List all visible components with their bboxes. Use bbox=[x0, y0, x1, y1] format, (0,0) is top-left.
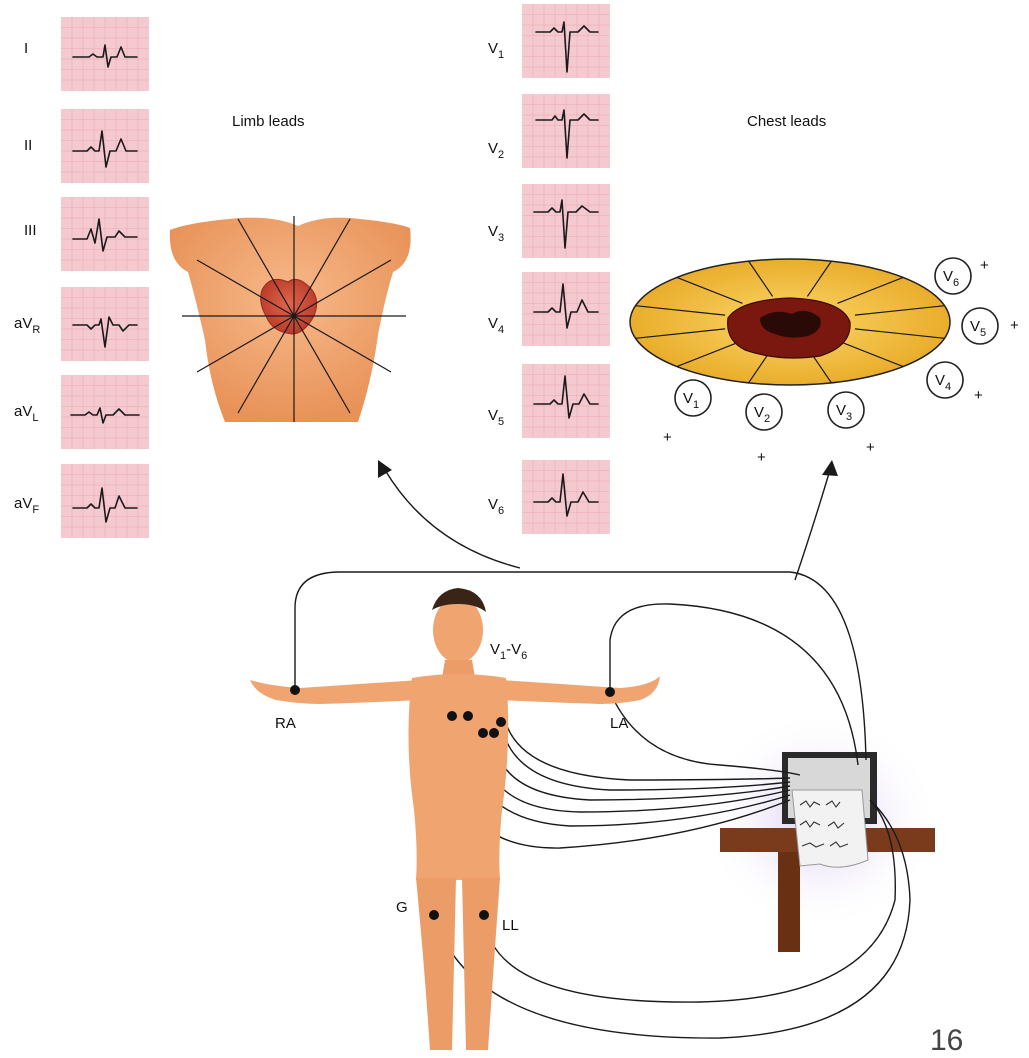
chest-trace-box-3 bbox=[522, 184, 610, 258]
body-torso bbox=[408, 674, 508, 880]
label-ll: LL bbox=[502, 917, 519, 934]
chest-trace-box-6 bbox=[522, 460, 610, 534]
limb-trace-box-3 bbox=[61, 197, 149, 271]
lead-label-ii: II bbox=[24, 137, 32, 154]
lead-label-v4: V4 bbox=[488, 315, 504, 336]
chest-trace-box-2 bbox=[522, 94, 610, 168]
limb-trace-box-6 bbox=[61, 464, 149, 538]
left-leg bbox=[462, 878, 500, 1050]
limb-leads-title: Limb leads bbox=[232, 113, 305, 130]
marker-v1: V1 bbox=[675, 380, 711, 416]
page-number: 16 bbox=[930, 1024, 963, 1057]
horizontal-plane-disc bbox=[630, 259, 950, 385]
limb-trace-box-5 bbox=[61, 375, 149, 449]
arrowhead-chest bbox=[822, 460, 838, 476]
marker-v4: V4 bbox=[927, 362, 963, 398]
limb-trace-box-4 bbox=[61, 287, 149, 361]
label-la: LA bbox=[610, 715, 628, 732]
lead-label-avf: aVF bbox=[14, 495, 39, 516]
limb-lead-labels: I II III aVR aVL aVF bbox=[14, 40, 40, 516]
electrode-la bbox=[605, 687, 615, 697]
right-arm bbox=[250, 680, 420, 704]
electrode-g bbox=[429, 910, 439, 920]
electrode-v2 bbox=[463, 711, 473, 721]
marker-v5: V5 bbox=[962, 308, 998, 344]
limb-lead-traces bbox=[61, 17, 149, 538]
ecg-printout bbox=[792, 790, 868, 867]
limb-trace-box-2 bbox=[61, 109, 149, 183]
ecg-machine bbox=[700, 710, 940, 952]
electrode-v1 bbox=[447, 711, 457, 721]
chest-leads-title: Chest leads bbox=[747, 113, 826, 130]
electrode-ll bbox=[479, 910, 489, 920]
lead-label-v2: V2 bbox=[488, 140, 504, 161]
plus-sign-v6: + bbox=[980, 257, 989, 274]
head bbox=[433, 597, 483, 663]
electrode-ra bbox=[290, 685, 300, 695]
left-arm bbox=[500, 676, 660, 704]
lead-label-avr: aVR bbox=[14, 315, 40, 336]
arrow-to-chest bbox=[795, 470, 830, 580]
electrode-v5 bbox=[496, 717, 506, 727]
lead-label-avl: aVL bbox=[14, 403, 38, 424]
arrow-to-limb bbox=[385, 470, 520, 568]
limb-trace-box-1 bbox=[61, 17, 149, 91]
plus-sign-v1: + bbox=[663, 429, 672, 446]
label-v1-v6: V1-V6 bbox=[490, 641, 527, 662]
human-figure bbox=[250, 588, 660, 1050]
label-ra: RA bbox=[275, 715, 296, 732]
chest-trace-box-4 bbox=[522, 272, 610, 346]
marker-v6: V6 bbox=[935, 258, 971, 294]
marker-v3: V3 bbox=[828, 392, 864, 428]
chest-trace-box-1 bbox=[522, 4, 610, 78]
chest-trace-box-5 bbox=[522, 364, 610, 438]
torso-hexaxial-illustration bbox=[170, 216, 411, 422]
lead-label-v1: V1 bbox=[488, 40, 504, 61]
table-leg bbox=[778, 852, 800, 952]
right-leg bbox=[416, 878, 456, 1050]
marker-v2: V2 bbox=[746, 394, 782, 430]
electrode-v3 bbox=[478, 728, 488, 738]
label-g: G bbox=[396, 899, 408, 916]
lead-label-iii: III bbox=[24, 222, 37, 239]
plus-sign-v4: + bbox=[974, 387, 983, 404]
chest-lead-traces bbox=[522, 4, 610, 534]
chest-lead-labels: V1 V2 V3 V4 V5 V6 bbox=[488, 40, 504, 517]
lead-label-i: I bbox=[24, 40, 28, 57]
plus-sign-v5: + bbox=[1010, 317, 1019, 334]
electrode-v4 bbox=[489, 728, 499, 738]
arrowhead-limb bbox=[378, 460, 392, 478]
lead-label-v3: V3 bbox=[488, 223, 504, 244]
plus-sign-v3: + bbox=[866, 439, 875, 456]
plus-sign-v2: + bbox=[757, 449, 766, 466]
lead-label-v6: V6 bbox=[488, 496, 504, 517]
lead-label-v5: V5 bbox=[488, 407, 504, 428]
